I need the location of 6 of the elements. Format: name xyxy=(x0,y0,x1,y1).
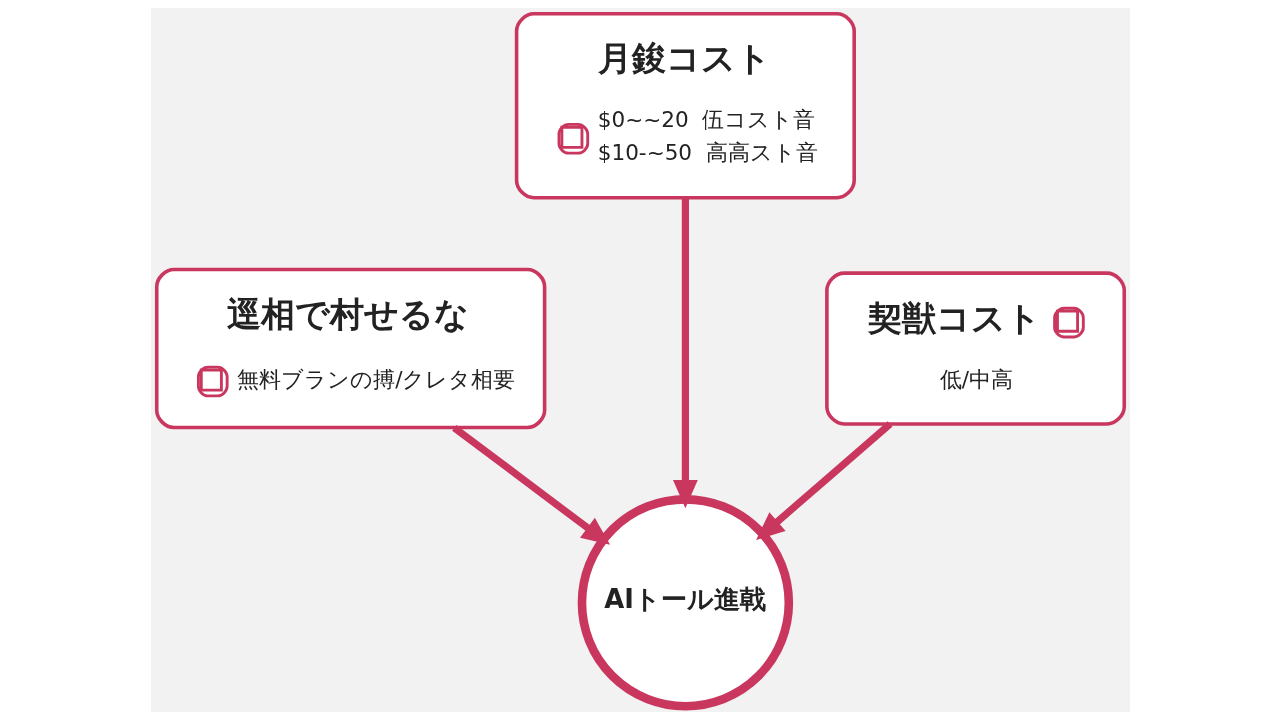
arrow xyxy=(672,197,698,509)
node-box: 月鋑コスト $0~~20 伍コスト音 $10-~50 高高スト音 xyxy=(514,12,856,200)
arrow xyxy=(755,421,892,541)
arrow xyxy=(451,424,610,545)
node-box: 契獣コスト 低/中高 xyxy=(824,271,1126,426)
node-box: 逕相で村せるな 無料ブランの搏/クレタ相要 xyxy=(154,267,546,430)
